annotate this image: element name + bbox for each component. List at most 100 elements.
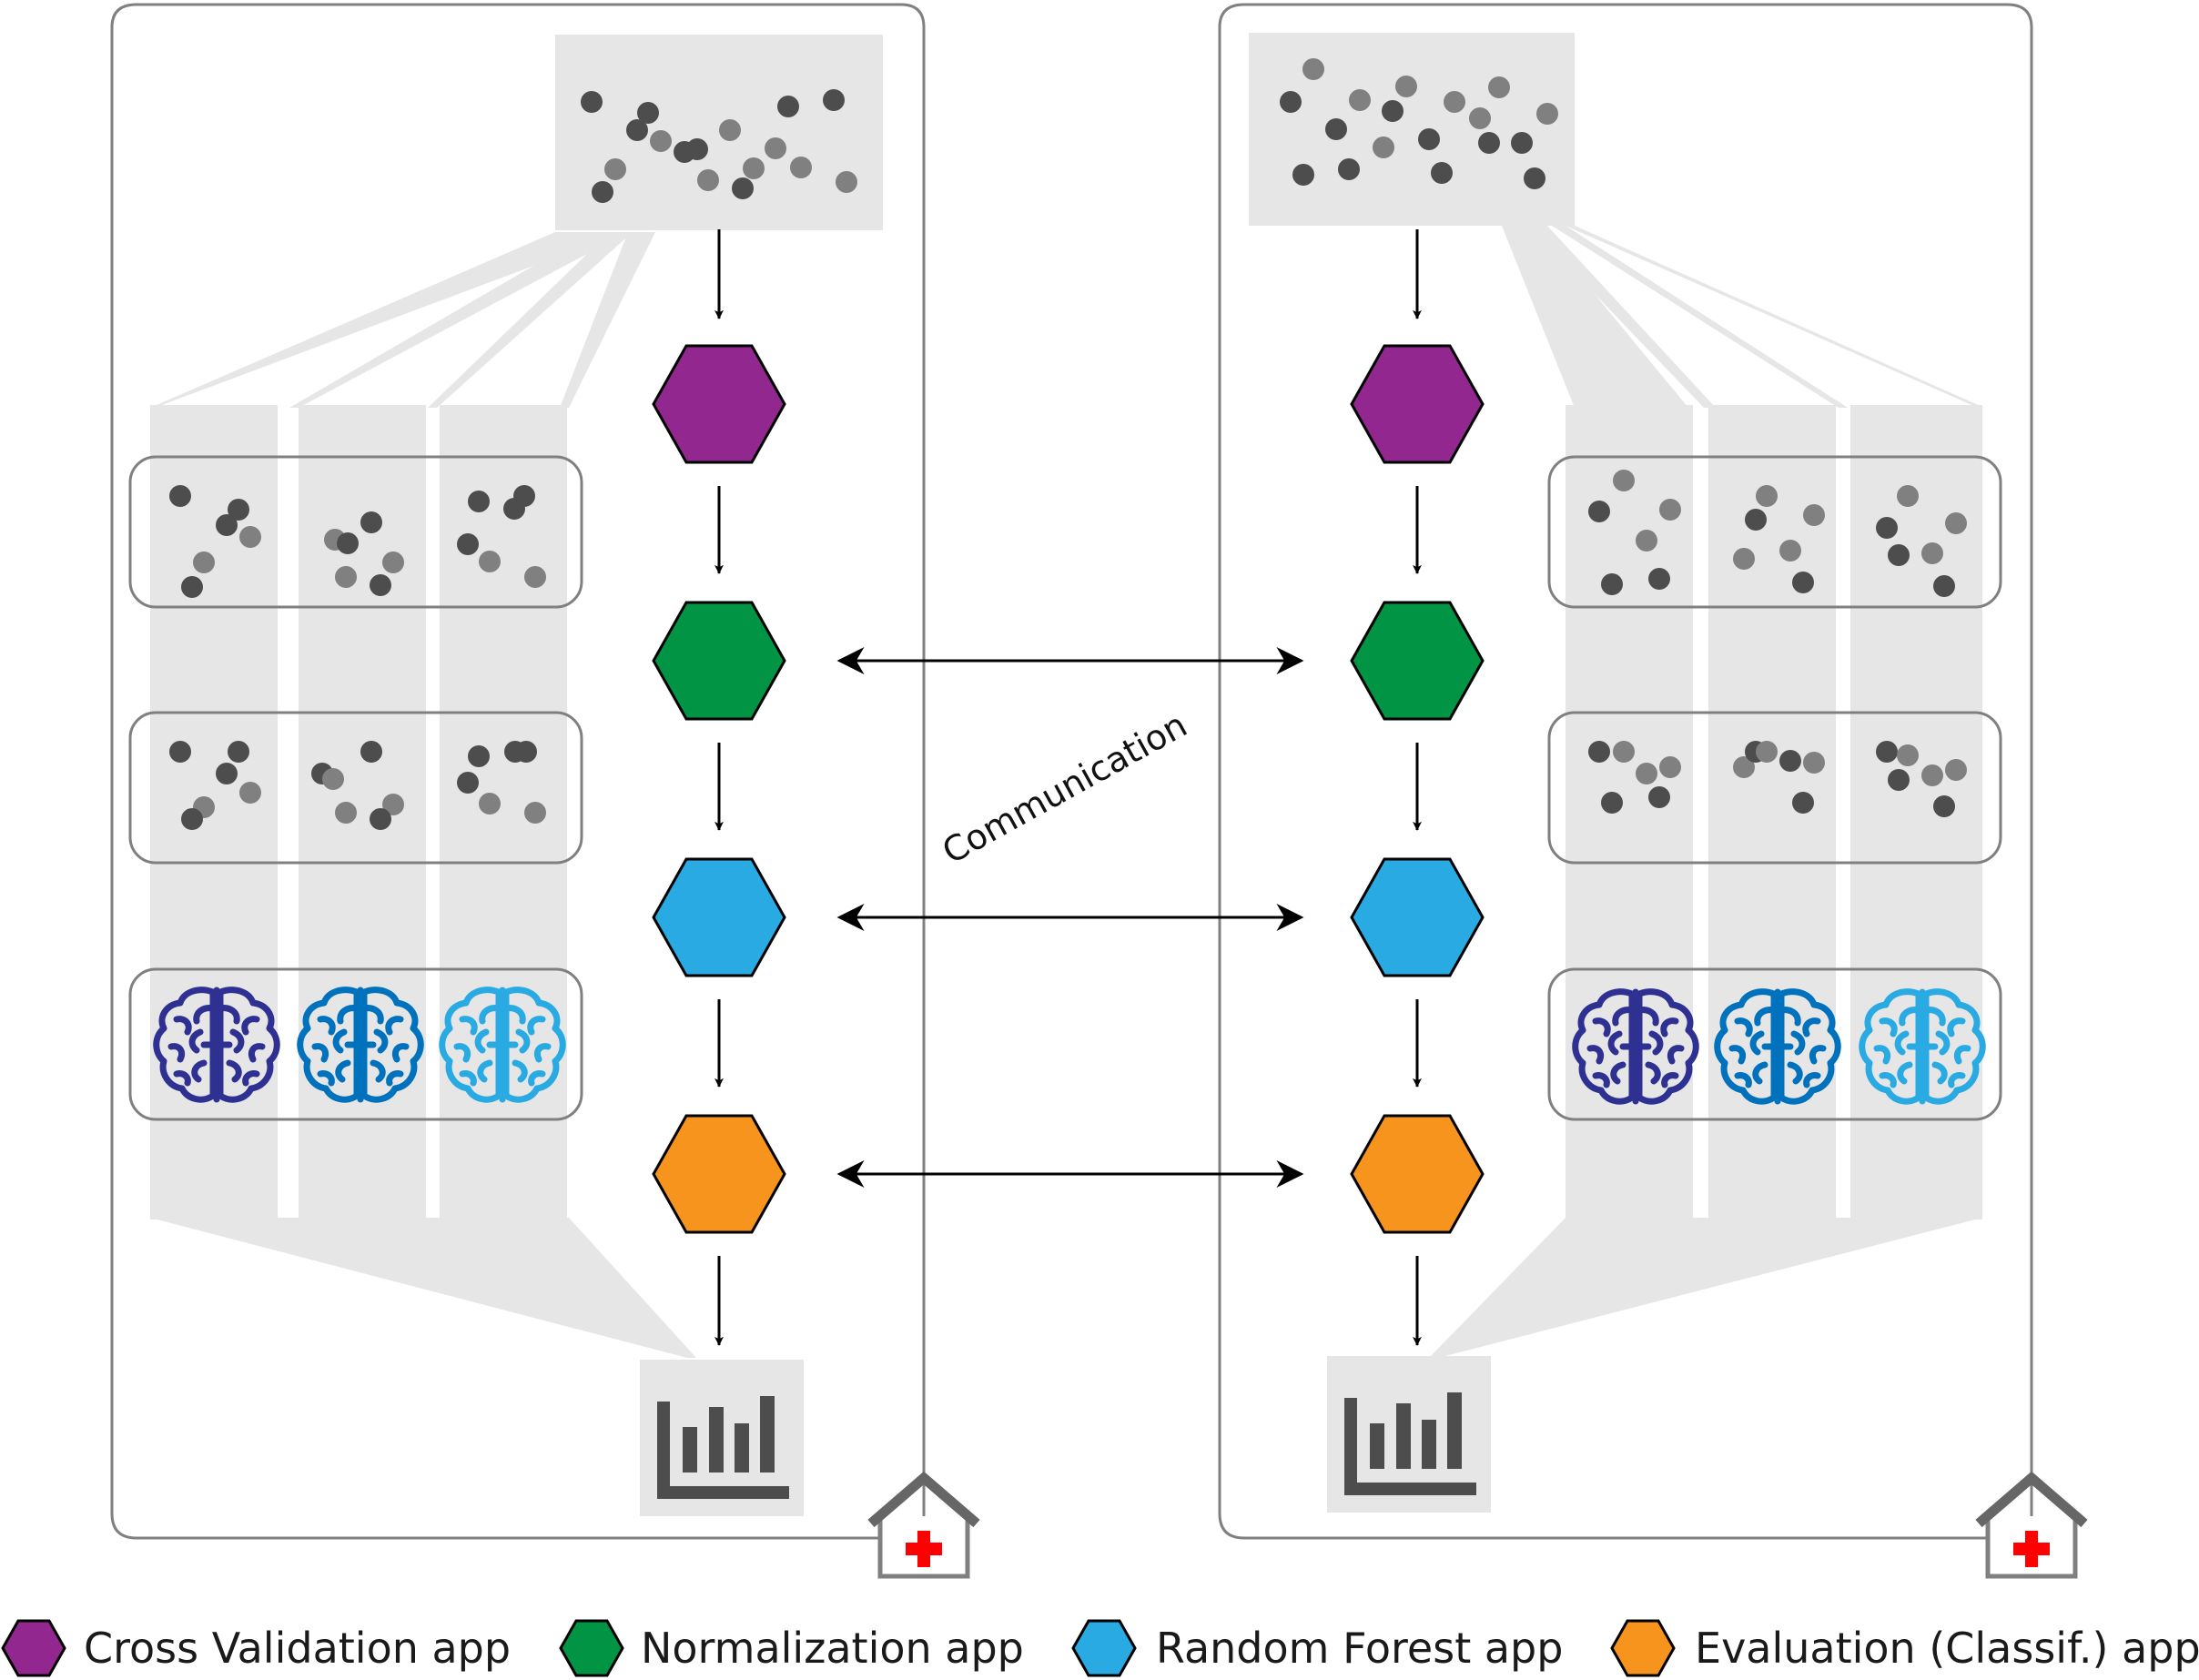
brain-icon [439,987,566,1103]
data-point [1897,744,1919,766]
dataset-box [1249,33,1575,226]
data-point [1292,164,1314,186]
data-point [1779,540,1801,562]
data-point [193,552,215,573]
data-point [1280,91,1302,113]
data-point [468,745,490,767]
data-point [335,802,357,824]
legend-item-random-forest: Random Forest app [1071,1619,1563,1677]
evaluation-hexagon [1350,1114,1485,1234]
data-point [1302,58,1324,80]
dataset-box [555,35,883,230]
brain-icon [1714,988,1841,1105]
data-point [1876,741,1898,763]
data-point [181,576,203,598]
data-point [1733,756,1755,778]
data-point [1888,544,1910,566]
data-point [1469,107,1491,129]
legend-label: Cross Validation app [84,1624,511,1673]
data-point [1601,573,1623,595]
data-point [1588,741,1610,763]
data-point [169,485,191,507]
data-point [382,794,404,815]
data-point [457,772,479,794]
fold-split-group [128,455,583,609]
data-point [1945,759,1967,781]
model-group [128,967,583,1121]
data-point [1444,91,1465,113]
data-point [1488,76,1510,98]
data-point [228,741,249,763]
data-point [1418,128,1440,150]
data-point [503,498,525,520]
fold-split-group [128,711,583,865]
data-point [581,91,603,113]
data-split-background [150,232,696,1358]
data-point [1524,167,1545,189]
data-point [1659,499,1681,521]
data-point [1921,542,1943,564]
data-point [1745,509,1767,531]
data-point [604,158,626,180]
data-point [382,552,404,573]
random-forest-hexagon [1350,857,1485,977]
legend-item-cross-validation: Cross Validation app [1,1619,511,1677]
data-point [1888,769,1910,791]
data-point [1395,76,1417,97]
data-point [1588,501,1610,522]
data-point [1659,756,1681,778]
bar-chart-icon [640,1360,804,1516]
site-frame-left [110,3,926,1540]
data-point [1933,795,1955,817]
data-point [1478,132,1500,154]
brain-icon [1859,988,1986,1105]
communication-label: Communication [936,704,1193,872]
pipeline [1350,229,1485,1346]
data-point [524,566,546,588]
legend-label: Evaluation (Classif.) app [1695,1624,2199,1673]
data-point [1803,752,1825,774]
data-point [1897,485,1919,507]
data-point [777,96,799,117]
data-point [515,741,537,763]
data-point [719,119,741,141]
data-point [1779,750,1801,772]
orange-hexagon-icon [1610,1619,1676,1677]
data-point [337,532,359,554]
normalization-hexagon [652,601,786,721]
data-point [1373,137,1394,158]
evaluation-hexagon [652,1114,786,1234]
data-point [626,119,648,141]
purple-hexagon-icon [1,1619,66,1677]
data-point [1756,485,1778,507]
data-point [370,808,391,830]
model-group [1547,967,2002,1121]
data-point [1338,158,1360,180]
data-point [1349,89,1371,111]
green-hexagon-icon [559,1619,624,1677]
data-point [823,89,845,111]
data-point [697,169,719,191]
hospital-icon [1975,1471,2088,1579]
data-point [1876,517,1898,539]
site-right [1249,33,2088,1579]
data-point [360,741,382,763]
data-point [836,171,857,193]
site-left [128,35,980,1579]
data-point [1601,792,1623,814]
data-point [239,782,261,804]
blue-hexagon-icon [1071,1619,1137,1677]
legend-item-evaluation: Evaluation (Classif.) app [1610,1619,2199,1677]
data-point [1792,572,1814,593]
data-point [1636,530,1657,552]
data-point [228,499,249,521]
data-point [479,551,501,572]
data-point [468,491,490,512]
brain-icon [297,987,424,1103]
fold-split-group [1547,711,2002,865]
data-point [1613,470,1635,491]
data-point [181,808,203,830]
data-point [322,768,344,790]
data-point [1756,741,1778,763]
